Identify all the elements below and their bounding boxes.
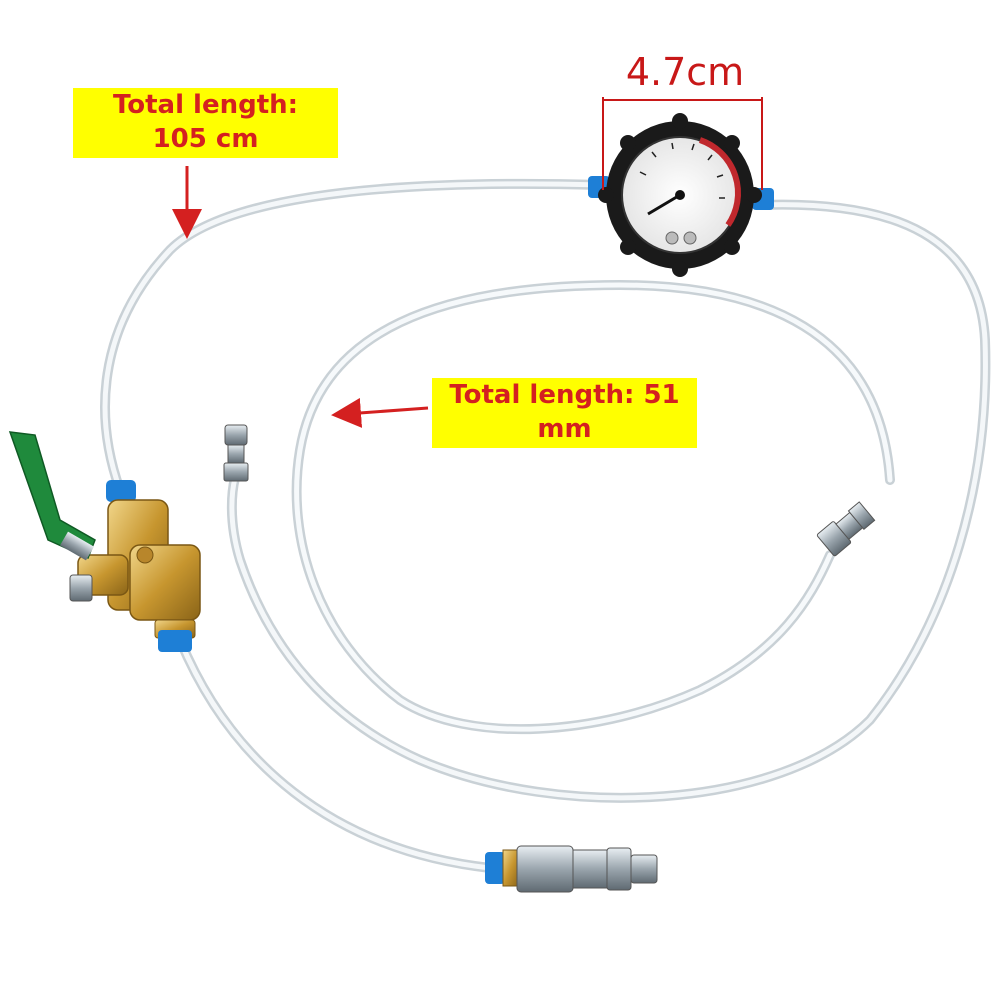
quick-coupler [485,845,658,893]
inner-tube-length-label: Total length: 51 mm [432,378,697,448]
gauge-dimension-line [602,97,763,190]
small-fitting-right [816,501,876,557]
valve-handle [8,431,96,561]
small-fitting-left [223,424,249,482]
ball-valve [69,480,201,652]
main-tube-length-label: Total length: 105 cm [73,88,338,158]
arrow-inner-tube [331,397,429,428]
main-tube [100,178,991,873]
inner-tube [291,279,895,735]
gauge-dimension-label: 4.7cm [625,50,745,94]
pressure-gauge [588,113,774,277]
inner-tube-length-line-2: mm [537,414,592,444]
inner-tube-length-line-1: Total length: 51 [449,380,680,410]
main-tube-length-line-2: 105 cm [152,124,259,154]
main-tube-length-line-1: Total length: [112,90,299,120]
